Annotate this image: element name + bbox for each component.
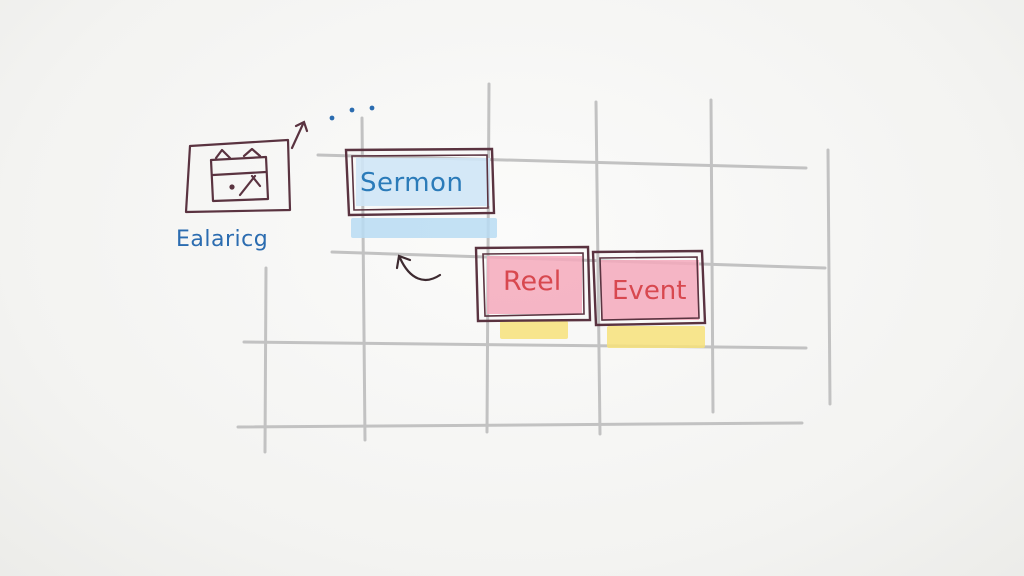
sermon-label: Sermon xyxy=(360,168,464,198)
grid-line xyxy=(316,153,808,170)
event-card[interactable] xyxy=(591,249,707,348)
grid-line xyxy=(236,421,804,429)
event-label: Event xyxy=(612,276,687,306)
move-arrow-icon xyxy=(395,254,442,281)
reel-label: Reel xyxy=(503,266,562,297)
calendar-import-icon xyxy=(184,138,292,214)
grid-line xyxy=(826,148,832,406)
icon-caption: Ealaricg xyxy=(176,227,269,252)
reel-card[interactable] xyxy=(474,245,592,339)
connector-arrow-icon xyxy=(290,105,375,150)
grid-line xyxy=(263,266,268,454)
sermon-card[interactable] xyxy=(344,147,497,238)
grid-line xyxy=(242,340,808,350)
grid-line xyxy=(709,98,715,414)
grid-line xyxy=(594,100,602,436)
